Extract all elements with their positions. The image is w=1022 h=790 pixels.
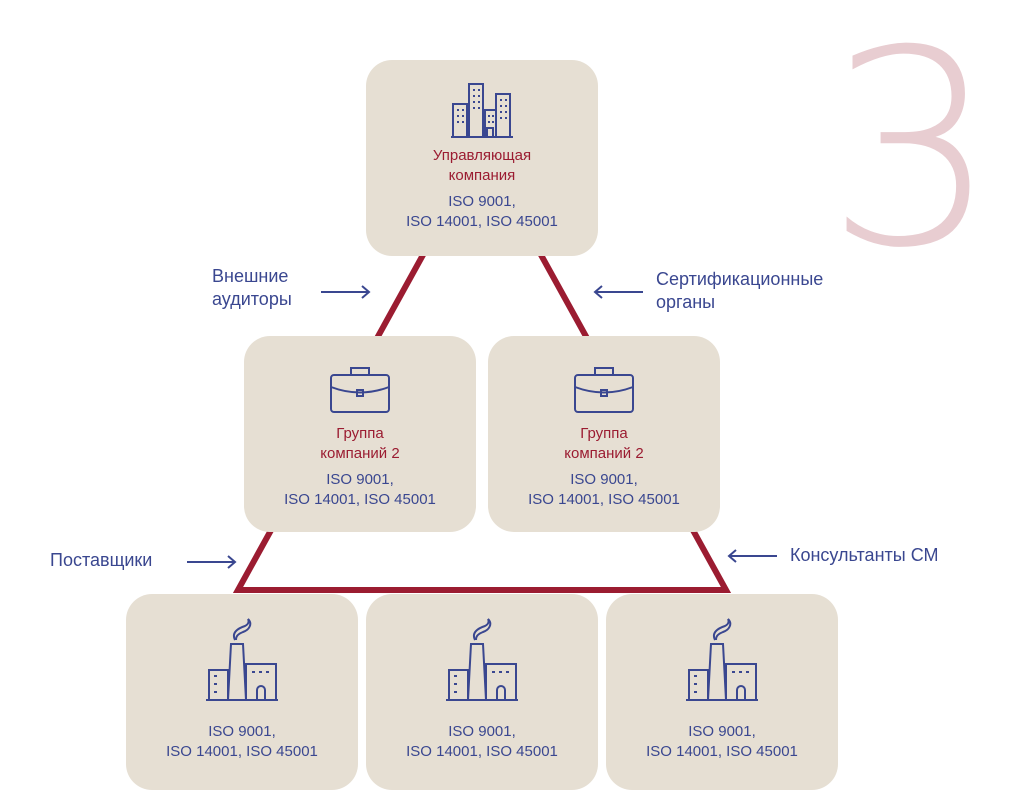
certification-bodies-label: Сертификационные органы	[656, 269, 824, 312]
arrow-left-icon	[727, 549, 777, 563]
company-group-iso: ISO 9001, ISO 14001, ISO 45001	[284, 471, 436, 508]
briefcase-icon	[330, 367, 390, 413]
management-company-iso: ISO 9001, ISO 14001, ISO 45001	[406, 193, 558, 230]
company-group-card-right: Группа компаний 2 ISO 9001, ISO 14001, I…	[488, 336, 720, 532]
management-company-name: Управляющая компания	[432, 147, 532, 184]
arrow-right-icon	[187, 555, 237, 569]
company-group-name: Группа компаний 2	[320, 425, 400, 462]
factory-iso: ISO 9001, ISO 14001, ISO 45001	[166, 723, 318, 760]
office-buildings-icon	[451, 83, 513, 138]
company-group-card-left: Группа компаний 2 ISO 9001, ISO 14001, I…	[244, 336, 476, 532]
company-group-name: Группа компаний 2	[564, 425, 644, 462]
factory-iso: ISO 9001, ISO 14001, ISO 45001	[406, 723, 558, 760]
factory-card-3: ISO 9001, ISO 14001, ISO 45001	[606, 594, 838, 790]
company-group-iso: ISO 9001, ISO 14001, ISO 45001	[528, 471, 680, 508]
consultants-label: Консультанты СМ	[790, 545, 939, 565]
factory-icon	[206, 618, 278, 701]
briefcase-icon	[574, 367, 634, 413]
management-company-card: Управляющая компания ISO 9001, ISO 14001…	[366, 60, 598, 256]
factory-icon	[446, 618, 518, 701]
suppliers-label: Поставщики	[50, 550, 153, 570]
factory-icon	[686, 618, 758, 701]
factory-iso: ISO 9001, ISO 14001, ISO 45001	[646, 723, 798, 760]
factory-card-2: ISO 9001, ISO 14001, ISO 45001	[366, 594, 598, 790]
arrow-left-icon	[593, 285, 643, 299]
external-auditors-label: Внешние аудиторы	[212, 266, 292, 309]
arrow-right-icon	[321, 285, 371, 299]
step-number: 3	[826, 0, 998, 307]
factory-card-1: ISO 9001, ISO 14001, ISO 45001	[126, 594, 358, 790]
